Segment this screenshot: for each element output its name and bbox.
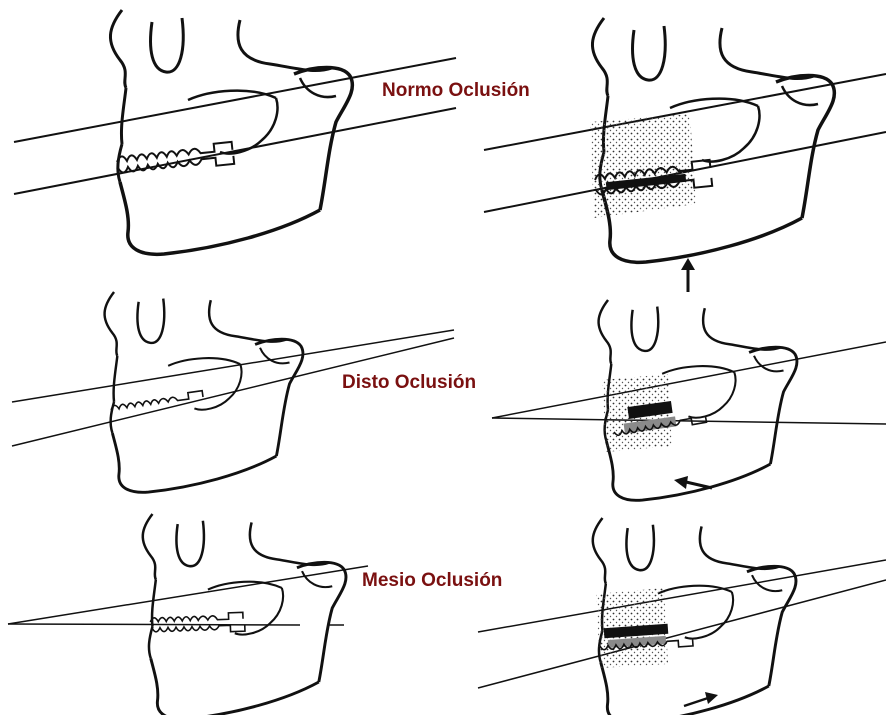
- label-disto-oclusion: Disto Oclusión: [342, 372, 476, 393]
- skull-mesio-left: [8, 514, 368, 715]
- skull-mesio-right: [478, 518, 886, 715]
- label-mesio-oclusion: Mesio Oclusión: [362, 570, 502, 591]
- arrow-left-icon: [674, 476, 712, 489]
- label-normo-oclusion: Normo Oclusión: [382, 80, 530, 101]
- skull-normo-left: [14, 10, 456, 254]
- arrow-right-icon: [684, 692, 718, 706]
- skull-disto-right: [492, 300, 886, 500]
- skull-normo-right: [484, 18, 886, 262]
- arrow-up-icon: [681, 258, 695, 292]
